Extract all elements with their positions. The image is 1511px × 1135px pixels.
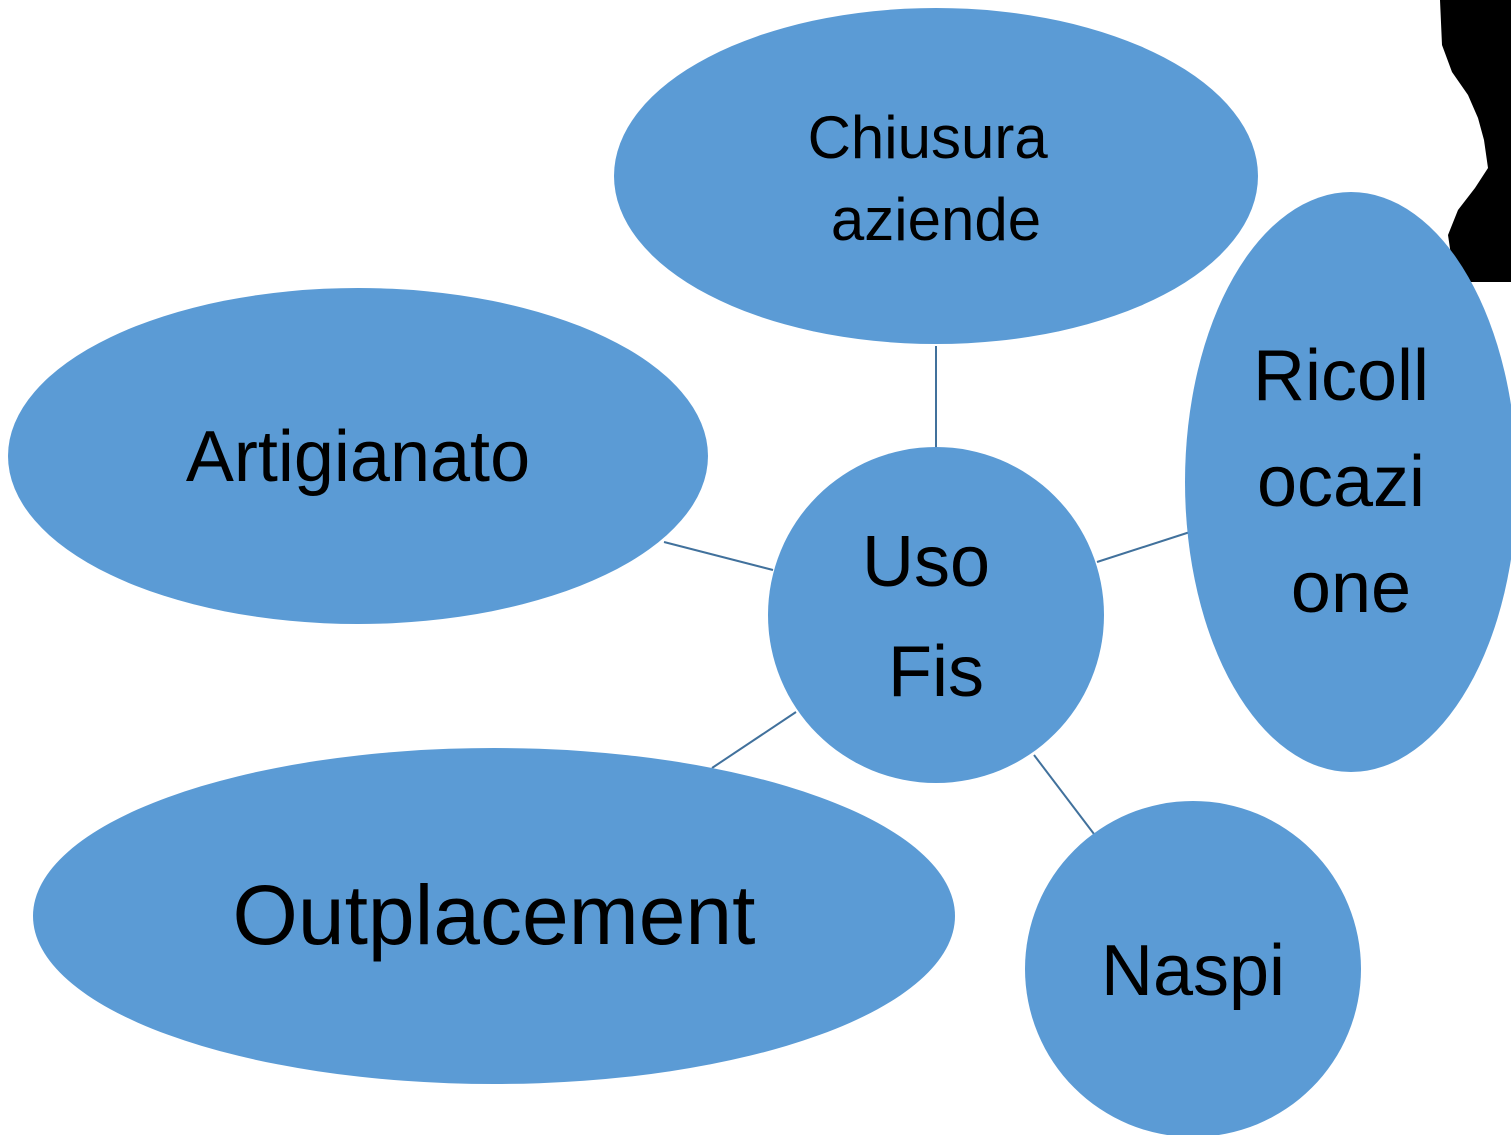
node-naspi-label: Naspi (1101, 931, 1285, 1011)
center-node-label: Uso Fis (862, 522, 1010, 712)
node-naspi: Naspi (1025, 801, 1361, 1135)
center-node-line-2: Fis (888, 632, 984, 712)
connector-naspi (1033, 754, 1095, 835)
node-ricollocazione-line-2: ocazi (1257, 442, 1425, 522)
node-outplacement: Outplacement (33, 748, 955, 1084)
node-ricollocazione-line-1: Ricoll (1253, 336, 1429, 416)
node-ricollocazione: Ricoll ocazi one (1185, 192, 1511, 772)
node-artigianato-line-1: Artigianato (186, 417, 530, 497)
center-node-line-1: Uso (862, 522, 990, 602)
node-artigianato-label: Artigianato (186, 417, 530, 497)
node-outplacement-label: Outplacement (233, 868, 756, 962)
node-ricollocazione-label: Ricoll ocazi one (1253, 336, 1449, 628)
node-naspi-line-1: Naspi (1101, 931, 1285, 1011)
center-node-uso-fis: Uso Fis (768, 447, 1104, 783)
person-silhouette-image (1440, 0, 1511, 282)
node-chiusura-line-1: Chiusura (808, 104, 1049, 171)
connector-outplacement (711, 711, 797, 769)
node-ricollocazione-line-3: one (1291, 548, 1411, 628)
node-artigianato: Artigianato (8, 288, 708, 624)
node-outplacement-line-1: Outplacement (233, 868, 756, 962)
node-chiusura-aziende-label: Chiusura aziende (808, 104, 1065, 253)
connector-ricollocazione (1096, 531, 1191, 563)
node-chiusura-aziende: Chiusura aziende (614, 8, 1258, 344)
node-chiusura-line-2: aziende (831, 186, 1041, 253)
connector-artigianato (663, 541, 774, 571)
